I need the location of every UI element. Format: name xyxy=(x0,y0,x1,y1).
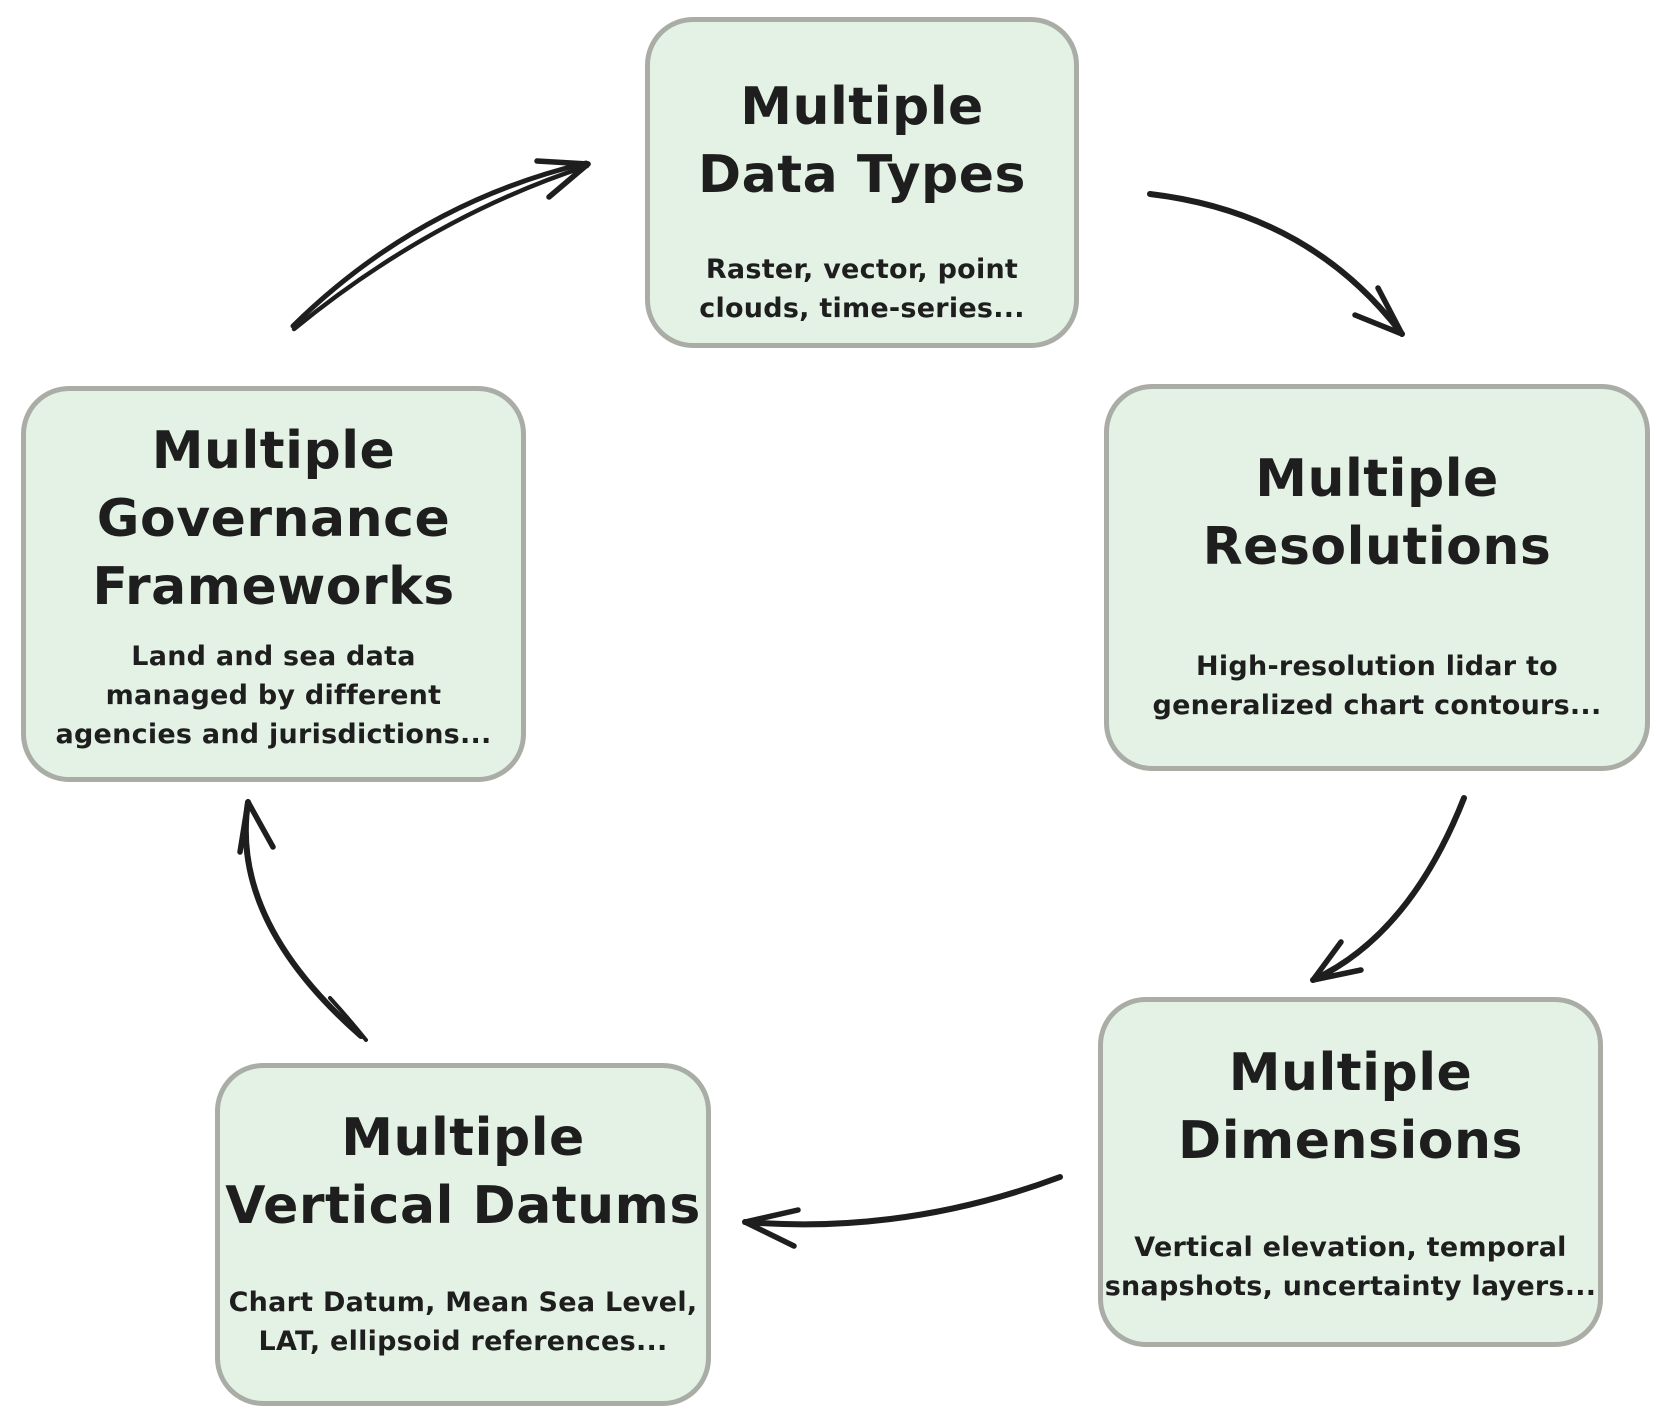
node-description-line: High-resolution lidar to xyxy=(1196,651,1558,682)
node-description: Chart Datum, Mean Sea Level, LAT, ellips… xyxy=(220,1283,706,1361)
node-description: Raster, vector, point clouds, time-serie… xyxy=(650,250,1074,328)
node-title-line: Governance xyxy=(96,489,451,549)
node-description-line: agencies and jurisdictions... xyxy=(55,719,492,750)
arrowhead-barb xyxy=(546,161,591,200)
node-title-line: Multiple xyxy=(1255,449,1499,509)
node-title-line: Multiple xyxy=(1228,1043,1473,1103)
node-description-line: snapshots, uncertainty layers... xyxy=(1104,1271,1597,1302)
arrowhead-barb xyxy=(534,158,591,167)
node-title: Multiple Dimensions xyxy=(1103,1039,1598,1175)
node-description: High-resolution lidar to generalized cha… xyxy=(1109,647,1645,725)
node-title: Multiple Governance Frameworks xyxy=(26,417,521,621)
node-title-line: Multiple xyxy=(341,1108,585,1168)
node-title-line: Frameworks xyxy=(92,557,455,617)
node-description: Vertical elevation, temporal snapshots, … xyxy=(1103,1228,1598,1306)
node-title: Multiple Vertical Datums xyxy=(220,1104,706,1240)
node-description-line: Raster, vector, point xyxy=(705,254,1019,285)
arrowhead-barb xyxy=(1375,285,1405,337)
node-multiple-governance-frameworks: Multiple Governance Frameworks Land and … xyxy=(21,386,526,782)
arrow-stroke xyxy=(291,163,590,332)
arrow-governance-to-data-types xyxy=(290,158,591,332)
node-multiple-dimensions: Multiple Dimensions Vertical elevation, … xyxy=(1098,997,1603,1347)
node-title-line: Data Types xyxy=(698,145,1026,205)
node-description-line: LAT, ellipsoid references... xyxy=(258,1326,668,1357)
arrow-stroke xyxy=(290,160,589,329)
node-multiple-vertical-datums: Multiple Vertical Datums Chart Datum, Me… xyxy=(215,1063,711,1406)
arrow-stroke xyxy=(328,996,368,1042)
node-description-line: Vertical elevation, temporal xyxy=(1134,1232,1567,1263)
arrowhead-barb xyxy=(1352,312,1405,337)
arrow-stroke xyxy=(1310,795,1467,983)
arrow-dimensions-to-vertical-datums xyxy=(742,1174,1063,1249)
arrowhead-barb xyxy=(1310,967,1364,983)
node-multiple-data-types: Multiple Data Types Raster, vector, poin… xyxy=(645,17,1079,348)
node-description-line: Chart Datum, Mean Sea Level, xyxy=(228,1287,698,1318)
arrow-stroke xyxy=(742,1174,1063,1228)
arrow-resolutions-to-dimensions xyxy=(1310,795,1467,983)
node-description-line: Land and sea data xyxy=(131,641,416,672)
node-description: Land and sea data managed by different a… xyxy=(26,637,521,754)
arrowhead-barb xyxy=(742,1207,801,1225)
node-description-line: clouds, time-series... xyxy=(699,293,1025,324)
node-title-line: Multiple xyxy=(740,77,984,137)
node-title: Multiple Resolutions xyxy=(1109,445,1645,581)
arrowhead-barb xyxy=(742,1219,797,1249)
node-description-line: managed by different xyxy=(105,680,442,711)
node-title-line: Dimensions xyxy=(1178,1111,1523,1171)
node-title: Multiple Data Types xyxy=(650,73,1074,209)
arrowhead-barb xyxy=(1310,939,1344,983)
arrow-stroke xyxy=(242,799,364,1039)
arrow-vertical-datums-to-governance xyxy=(237,799,368,1042)
arrowhead-barb xyxy=(237,799,251,855)
arrow-stroke xyxy=(1147,191,1405,337)
node-multiple-resolutions: Multiple Resolutions High-resolution lid… xyxy=(1104,384,1650,771)
arrow-data-types-to-resolutions xyxy=(1147,191,1405,337)
node-title-line: Multiple xyxy=(151,421,396,481)
node-description-line: generalized chart contours... xyxy=(1152,690,1602,721)
node-title-line: Vertical Datums xyxy=(225,1176,701,1236)
arrowhead-barb xyxy=(245,799,276,850)
node-title-line: Resolutions xyxy=(1202,517,1552,577)
